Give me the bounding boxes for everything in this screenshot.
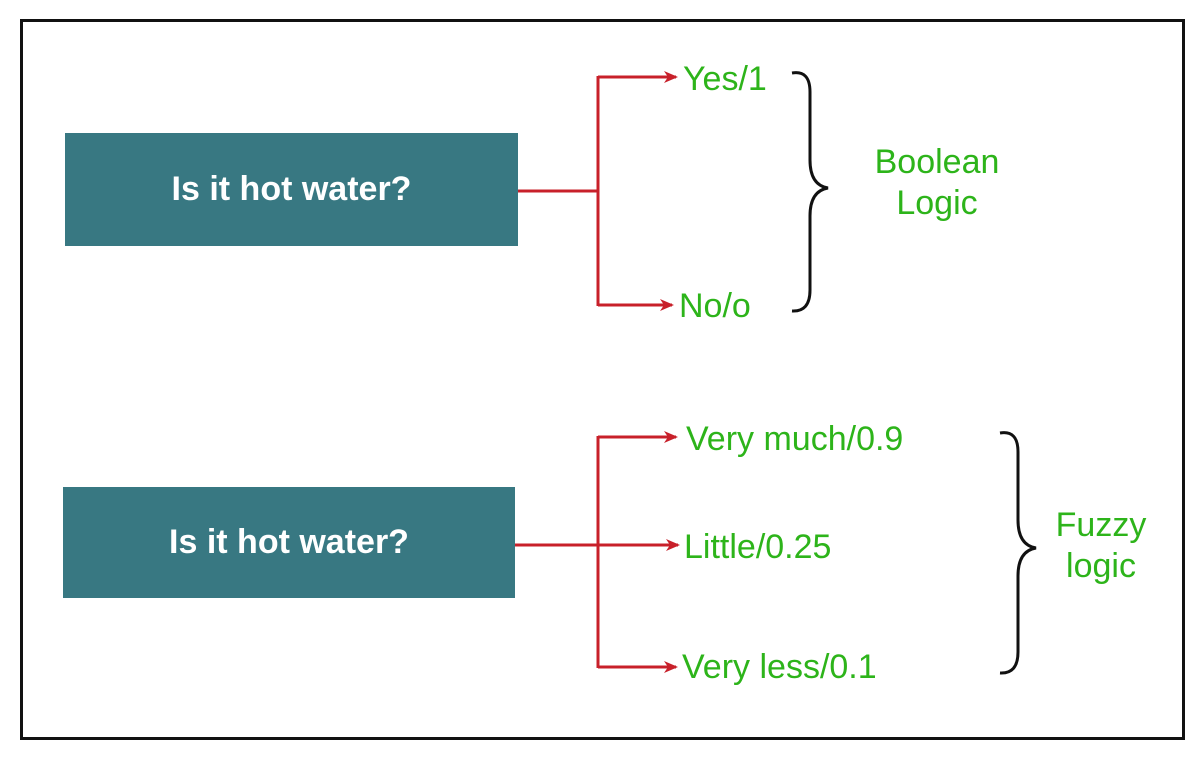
question-text: Is it hot water? [169, 523, 409, 561]
outcome-label-little: Little/0.25 [684, 528, 832, 566]
group-label-line: Boolean [874, 143, 1000, 181]
group-label-line: logic [1066, 546, 1136, 585]
brace-boolean [791, 71, 829, 313]
question-box-boolean: Is it hot water? [65, 133, 518, 246]
outcome-label-no: No/o [679, 287, 751, 325]
group-label-line: Logic [896, 183, 978, 222]
group-label-line: Fuzzy [1055, 506, 1147, 544]
group-label-boolean: Boolean Logic [852, 142, 1022, 224]
outcome-label-very-much: Very much/0.9 [686, 420, 904, 458]
question-box-fuzzy: Is it hot water? [63, 487, 515, 598]
outcome-label-yes: Yes/1 [683, 60, 767, 98]
brace-fuzzy [999, 431, 1037, 675]
outcome-label-very-less: Very less/0.1 [682, 648, 877, 686]
question-text: Is it hot water? [171, 170, 412, 208]
group-label-fuzzy: Fuzzy logic [1036, 505, 1166, 587]
diagram-frame [20, 19, 1185, 740]
